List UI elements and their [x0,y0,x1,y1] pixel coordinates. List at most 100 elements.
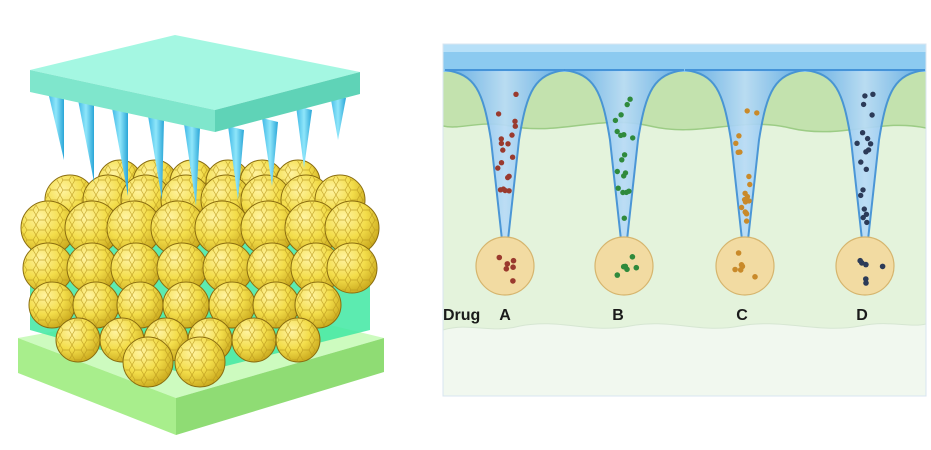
drug-molecule [864,135,871,142]
needle [330,94,346,140]
drug-molecule [754,110,760,116]
drug-molecule [747,181,753,188]
drug-molecule [862,93,868,99]
drug-depot [475,236,535,296]
drug-particle [324,200,380,256]
inserted-needles [444,69,926,296]
drug-molecule [738,204,745,211]
drug-molecule [736,133,742,139]
drug-particle [240,200,296,256]
drug-molecule [744,108,750,114]
epidermis-layer [443,60,926,132]
drug-molecule [623,189,630,196]
drug-molecule [496,254,503,261]
drug-molecule [735,250,742,256]
drug-molecule [510,278,516,284]
drug-molecule [495,111,502,117]
drug-particle [72,281,120,329]
skin-delivery-panel [443,44,926,396]
drug-molecule [510,264,516,271]
drug-particle [246,242,298,294]
drug-molecule [860,187,866,193]
drug-particle [122,336,174,388]
needle-c [684,69,806,296]
drug-molecule [737,267,744,273]
drug-molecule [513,91,519,98]
drug-molecule [870,91,876,98]
microneedle-array [30,35,360,132]
needle-labels: A B C D [499,307,868,324]
drug-label: Drug [443,307,480,324]
drug-particle [150,200,206,256]
drug-molecule [498,160,505,166]
drug-particle [116,281,164,329]
drug-molecule [859,130,866,136]
drug-molecule [510,257,517,264]
drug-molecule [512,118,518,125]
drug-molecule [505,141,511,147]
drug-molecule [879,263,886,270]
drug-molecule [500,147,506,153]
drug-molecule [503,266,510,272]
needle [48,92,64,160]
drug-molecule [615,185,621,191]
drug-particle [20,200,76,256]
drug-molecule [865,147,872,153]
needle [184,124,200,206]
drug-molecule [746,198,752,204]
drug-molecule [744,193,751,200]
drug-molecule [863,211,870,217]
needle-label-d: D [856,307,868,324]
drug-molecule [614,128,620,135]
drug-particle [64,200,120,256]
drug-molecule [619,157,625,163]
needle-label-c: C [736,307,748,324]
drug-particle [326,242,378,294]
drug-particle [294,281,342,329]
needle-label-b: B [612,307,624,324]
needle [112,108,128,196]
drug-molecule [622,263,629,270]
drug-molecule [495,165,501,171]
drug-particle [275,317,321,363]
drug-molecule [612,117,619,124]
drug-molecule [860,101,867,108]
drug-particle [28,281,76,329]
drug-molecule [509,154,516,160]
drug-particle [66,242,118,294]
needle [296,106,312,168]
drug-particle [208,281,256,329]
drug-molecule [498,136,504,142]
drug-molecule [738,262,745,268]
drug-molecule [869,112,875,118]
drug-particle [290,242,342,294]
drug-molecule [858,159,864,165]
drug-molecule [861,206,867,212]
drug-molecule [733,140,739,146]
needles [48,92,346,206]
drug-molecule [863,280,869,286]
drug-molecule [732,266,738,273]
drug-molecule [629,253,636,260]
drug-molecule [621,152,628,158]
needle-a [444,69,566,296]
drug-particle [284,200,340,256]
drug-molecule [863,261,869,268]
drug-molecule [746,173,752,180]
drug-molecule [743,211,750,217]
needle [148,116,164,200]
drug-molecule [509,132,515,138]
drug-molecule [633,264,640,271]
drug-molecule [854,140,860,146]
needle [228,126,244,200]
drug-molecule [621,215,627,221]
microneedle-patch-illustration [18,35,384,435]
drug-loaded-particles [20,159,380,388]
drug-molecule [864,219,870,226]
drug-particle [252,281,300,329]
drug-molecule [618,112,624,118]
drug-molecule [867,141,874,147]
drug-molecule [618,132,624,139]
needle-label-a: A [499,307,511,324]
